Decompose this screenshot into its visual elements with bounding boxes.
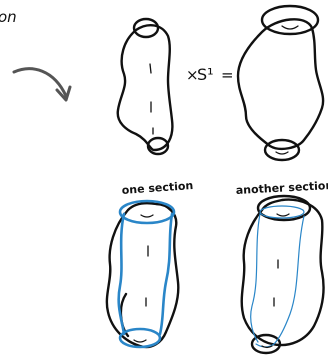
- blue-section-right: [251, 206, 304, 348]
- section-blob-right: [242, 196, 324, 353]
- blue-section-left: [119, 201, 174, 347]
- curved-arrow-icon: [14, 69, 70, 100]
- header-fragment: on: [0, 8, 17, 26]
- base-blob: [118, 19, 173, 154]
- equals-sign: =: [221, 66, 234, 84]
- circle-group-factor: S¹: [197, 65, 214, 84]
- total-space-blob: [238, 6, 323, 160]
- caption-one-section: one section: [121, 179, 193, 197]
- caption-another-section: another section: [235, 179, 328, 197]
